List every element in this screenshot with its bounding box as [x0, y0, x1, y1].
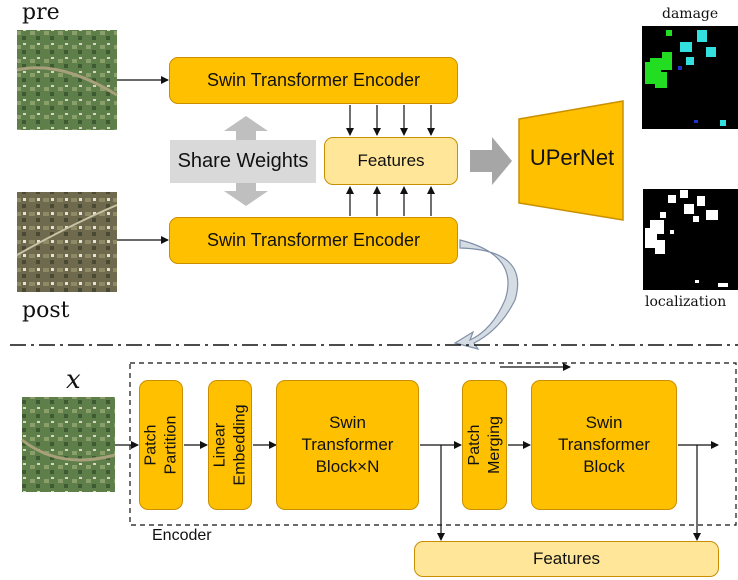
patch-merging-label: Patch Merging — [465, 416, 503, 474]
encoder-label: Encoder — [152, 527, 212, 544]
upernet-label: UPerNet — [529, 145, 615, 170]
localization-output-image — [643, 189, 738, 290]
features-box-top: Features — [324, 137, 458, 185]
localization-label: localization — [645, 294, 727, 310]
patch-merging-block: Patch Merging — [462, 380, 507, 510]
damage-output-image — [642, 26, 738, 129]
patch-partition-block: Patch Partition — [139, 380, 183, 510]
swin-encoder-bottom: Swin Transformer Encoder — [169, 217, 458, 264]
swin-block: Swin Transformer Block — [531, 380, 677, 510]
x-image — [22, 397, 115, 492]
linear-embedding-label: Linear Embedding — [211, 404, 249, 486]
swin-encoder-top: Swin Transformer Encoder — [169, 57, 458, 104]
post-image — [17, 192, 117, 292]
features-to-upernet-arrow — [470, 137, 512, 185]
share-weights-label: Share Weights — [170, 140, 316, 183]
swin-block-n: Swin Transformer Block×N — [276, 380, 419, 510]
pre-image — [17, 30, 117, 130]
encoder-boundary — [129, 362, 737, 526]
features-box-bottom: Features — [414, 541, 719, 577]
patch-partition-label: Patch Partition — [142, 415, 180, 475]
expand-arrow — [453, 239, 519, 350]
share-weights-arrow — [224, 116, 268, 206]
damage-label: damage — [662, 6, 719, 22]
upernet-block — [518, 100, 624, 221]
pre-label: pre — [22, 0, 60, 25]
post-label: post — [22, 298, 70, 323]
x-input-label: x — [66, 365, 81, 395]
linear-embedding-block: Linear Embedding — [208, 380, 252, 510]
